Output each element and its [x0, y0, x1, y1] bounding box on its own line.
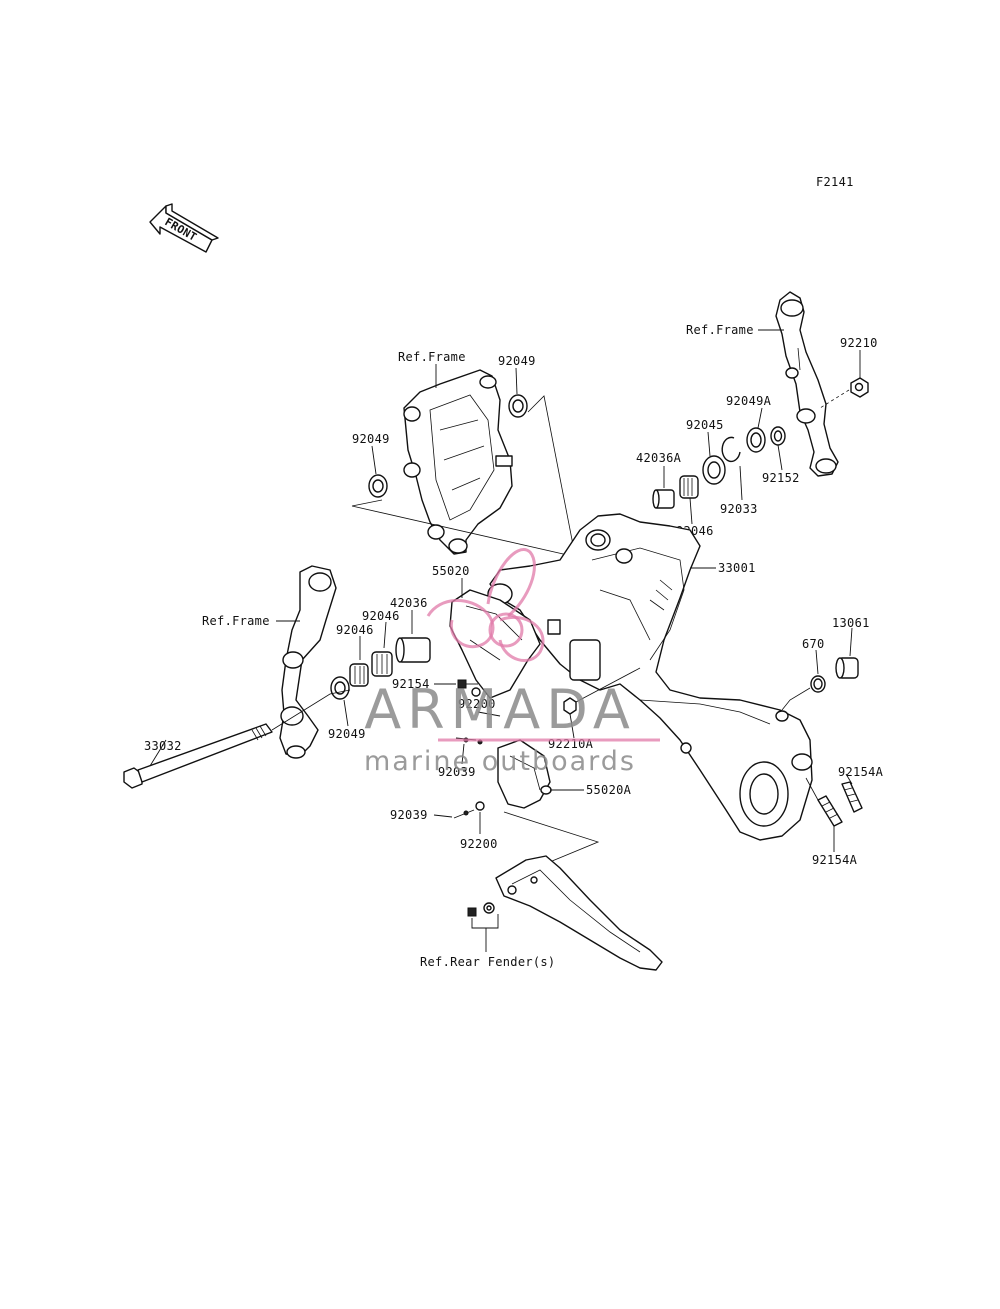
- label-92033: 92033: [720, 502, 758, 516]
- washer-92200-upper: [471, 687, 481, 697]
- label-92154: 92154: [392, 677, 430, 691]
- label-55020: 55020: [432, 564, 470, 578]
- label-92049-lower: 92049: [328, 727, 366, 741]
- label-33001: 33001: [718, 561, 756, 575]
- washer-92200-lower: [475, 801, 485, 811]
- label-92200-upper: 92200: [458, 697, 496, 711]
- swingarm-33001: [487, 513, 813, 841]
- label-33032: 33032: [144, 739, 182, 753]
- watermark-brand: ARMADA: [364, 678, 636, 741]
- plug-13061: [835, 657, 859, 679]
- label-42036A: 42036A: [636, 451, 682, 465]
- fender-bolt: [467, 902, 495, 917]
- label-92039-upper: 92039: [438, 765, 476, 779]
- collar-42036: [395, 637, 431, 663]
- label-92200-lower: 92200: [460, 837, 498, 851]
- label-92049A: 92049A: [726, 394, 772, 408]
- label-92046-mid: 92046: [362, 609, 400, 623]
- ref-frame-center: Ref.Frame: [398, 350, 466, 364]
- needle-bearing-92046-left: [349, 663, 369, 687]
- adjuster-bolt-92154A-upper: [841, 781, 863, 813]
- frame-bracket-right: [775, 291, 839, 477]
- label-92049-left-upper: 92049: [352, 432, 390, 446]
- label-92045: 92045: [686, 418, 724, 432]
- label-92039-lower: 92039: [390, 808, 428, 822]
- needle-bearing-92046-mid: [371, 651, 393, 677]
- pivot-shaft-33032: [123, 723, 273, 789]
- ref-rear-fender: Ref.Rear Fender(s): [420, 955, 555, 969]
- needle-bearing-92046-right: [679, 475, 699, 499]
- label-42036: 42036: [390, 596, 428, 610]
- label-92152: 92152: [762, 471, 800, 485]
- collar-42036A: [652, 489, 675, 509]
- label-92154A-lower: 92154A: [812, 853, 858, 867]
- figure-code: F2141: [816, 175, 854, 189]
- clip-92039-lower: [453, 809, 475, 819]
- ref-frame-left: Ref.Frame: [202, 614, 270, 628]
- frame-bracket-left: [279, 565, 337, 759]
- ref-frame-top-right: Ref.Frame: [686, 323, 754, 337]
- watermark-logo: [426, 548, 660, 742]
- label-92046-left: 92046: [336, 623, 374, 637]
- chain-guard-55020A: [497, 739, 552, 809]
- label-13061: 13061: [832, 616, 870, 630]
- frame-plate-center: [403, 369, 513, 555]
- label-92210: 92210: [840, 336, 878, 350]
- nut-92210A: [563, 697, 577, 715]
- rear-fender: [495, 855, 663, 971]
- nut-92210: [850, 377, 869, 398]
- label-92049-top: 92049: [498, 354, 536, 368]
- circlip-92033: [721, 436, 741, 463]
- label-92154A-upper: 92154A: [838, 765, 884, 779]
- bolt-92154: [457, 679, 478, 689]
- label-55020A: 55020A: [586, 783, 632, 797]
- front-arrow-icon: FRONT: [149, 203, 219, 253]
- adjuster-bolt-92154A-lower: [817, 795, 843, 827]
- watermark-tagline: marine outboards: [364, 746, 636, 777]
- label-670: 670: [802, 637, 825, 651]
